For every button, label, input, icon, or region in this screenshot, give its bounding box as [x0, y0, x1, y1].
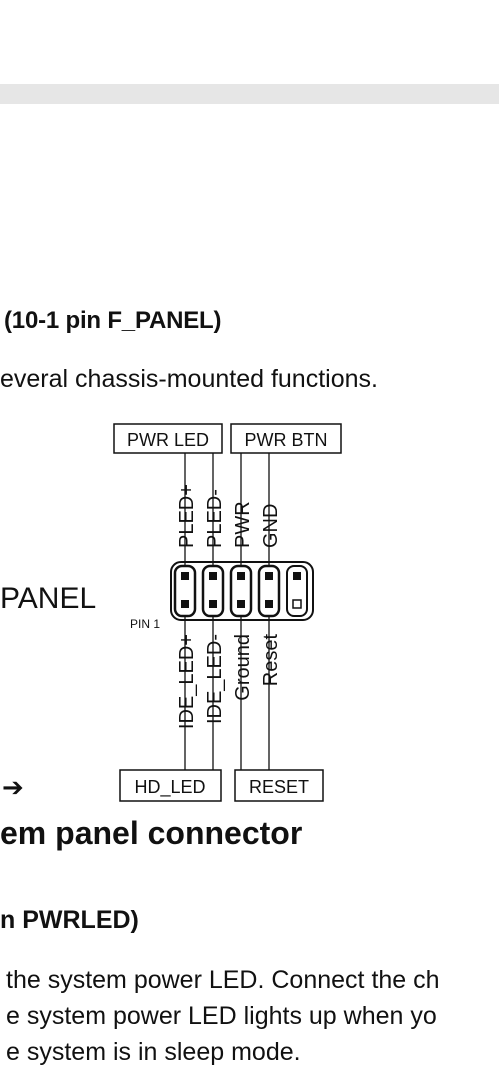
arrow-icon: ➔: [2, 772, 24, 802]
pin: [181, 572, 189, 580]
pin: [237, 600, 245, 608]
panel-label: PANEL: [0, 582, 97, 615]
top-divider-bar: [0, 84, 499, 104]
box-reset: [234, 769, 324, 802]
figure-caption: em panel connector: [0, 815, 303, 851]
pin-pair: [286, 565, 308, 617]
pin-label-pwr: PWR: [232, 501, 254, 548]
pin-header-outline: [170, 561, 314, 621]
pin: [265, 600, 273, 608]
pin: [181, 600, 189, 608]
box-pwr-btn: [230, 423, 342, 454]
description-line: e system power LED lights up when yo: [6, 1002, 437, 1030]
pin-label-pled-minus: PLED-: [204, 489, 226, 548]
sub-heading: n PWRLED): [0, 906, 139, 934]
box-pwr-led-label: PWR LED: [127, 430, 209, 450]
pin: [209, 600, 217, 608]
pin: [293, 572, 301, 580]
pin-label-ide-led-minus: IDE_LED-: [204, 634, 226, 724]
section-heading: (10-1 pin F_PANEL): [4, 307, 222, 334]
box-pwr-btn-label: PWR BTN: [245, 430, 328, 450]
empty-pin: [292, 599, 302, 609]
box-reset-label: RESET: [249, 777, 309, 797]
pin: [209, 572, 217, 580]
pin-label-reset: Reset: [260, 634, 282, 687]
description-line: e system is in sleep mode.: [6, 1038, 301, 1066]
pin-label-pled-plus: PLED+: [176, 484, 198, 548]
pin-label-gnd: GND: [260, 504, 282, 548]
intro-text: everal chassis-mounted functions.: [0, 365, 378, 393]
box-hd-led-label: HD_LED: [134, 777, 205, 798]
pin-label-ground: Ground: [232, 634, 254, 701]
pin1-label: PIN 1: [130, 617, 160, 631]
pin: [237, 572, 245, 580]
box-hd-led: [119, 769, 222, 802]
pin-label-ide-led-plus: IDE_LED+: [176, 634, 198, 729]
description-line: the system power LED. Connect the ch: [6, 966, 440, 994]
box-pwr-led: [113, 423, 223, 454]
pin: [265, 572, 273, 580]
